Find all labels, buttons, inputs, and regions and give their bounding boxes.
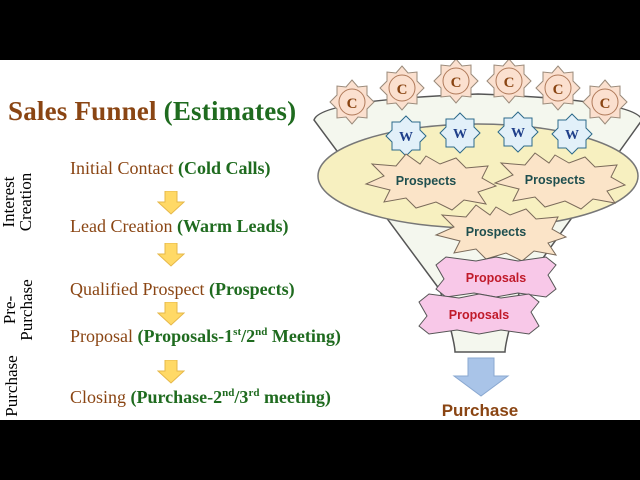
warm-lead-badge: W [551,113,593,155]
cold-call-badge: C [486,60,532,104]
stage-proposal: Proposal (Proposals-1st/2nd Meeting) [70,326,341,347]
stage-closing: Closing (Purchase-2nd/3rd meeting) [70,387,331,408]
svg-text:C: C [504,75,515,91]
svg-text:C: C [451,75,462,91]
proposals-badge: Proposals [418,293,540,335]
prospects-badge: Prospects [364,153,498,211]
stage-qualified-prospect: Qualified Prospect (Prospects) [70,279,295,300]
svg-text:Prospects: Prospects [466,225,526,239]
down-arrow-icon [157,191,185,215]
svg-text:C: C [600,96,611,112]
cold-call-badge: C [379,65,425,111]
detail-part: /2 [241,326,256,346]
stage-detail: (Cold Calls) [177,158,271,178]
slide-title: Sales Funnel (Estimates) [8,96,296,127]
warm-lead-badge: W [439,112,481,154]
svg-text:Prospects: Prospects [396,174,456,188]
cold-call-badge: C [535,65,581,111]
funnel-diagram: C C C C C [313,60,640,420]
stage-lead-creation: Lead Creation (Warm Leads) [70,216,288,237]
svg-text:W: W [453,127,467,142]
stage-name: Initial Contact [70,158,178,178]
svg-text:C: C [347,96,358,112]
detail-part: (Purchase-2 [130,387,223,407]
svg-text:W: W [565,128,579,143]
stage-detail: (Prospects) [208,279,295,299]
ordinal-suffix: st [233,326,242,338]
stage-detail: (Purchase-2nd/3rd meeting) [131,387,331,407]
ordinal-suffix: nd [255,326,268,338]
svg-text:Proposals: Proposals [449,308,509,322]
stage-detail: (Warm Leads) [176,216,289,236]
svg-text:Proposals: Proposals [466,271,526,285]
stage-name: Closing [70,387,131,407]
svg-text:W: W [511,126,525,141]
ordinal-suffix: rd [248,387,260,399]
purchase-label: Purchase [442,401,519,420]
warm-lead-badge: W [385,115,427,157]
detail-part: Meeting) [267,326,341,346]
svg-text:Prospects: Prospects [525,173,585,187]
svg-text:C: C [397,82,408,98]
stage-name: Lead Creation [70,216,177,236]
cold-call-badges: C C C C C [329,60,628,125]
down-arrow-icon [157,243,185,267]
stage-detail: (Proposals-1st/2nd Meeting) [138,326,341,346]
svg-text:W: W [399,130,413,145]
cold-call-badge: C [329,79,375,125]
stage-name: Qualified Prospect [70,279,209,299]
cold-call-badge: C [433,60,479,104]
down-arrow-icon [157,302,185,326]
prospects-badge: Prospects [493,152,627,210]
detail-part: meeting) [259,387,331,407]
stage-initial-contact: Initial Contact (Cold Calls) [70,158,271,179]
title-estimates: (Estimates) [163,96,297,126]
purchase-arrow-icon [452,357,510,397]
prospects-badge: Prospects [434,204,568,262]
cold-call-badge: C [582,79,628,125]
warm-lead-badges: W W W W [385,111,593,157]
svg-text:C: C [553,82,564,98]
slide: Sales Funnel (Estimates) Interest Creati… [0,60,640,420]
stage-name: Proposal [70,326,138,346]
detail-part: (Proposals-1 [137,326,234,346]
down-arrow-icon [157,360,185,384]
proposals-badge: Proposals [435,256,557,298]
warm-lead-badge: W [497,111,539,153]
detail-part: /3 [234,387,249,407]
title-main: Sales Funnel [8,96,157,126]
ordinal-suffix: nd [222,387,235,399]
